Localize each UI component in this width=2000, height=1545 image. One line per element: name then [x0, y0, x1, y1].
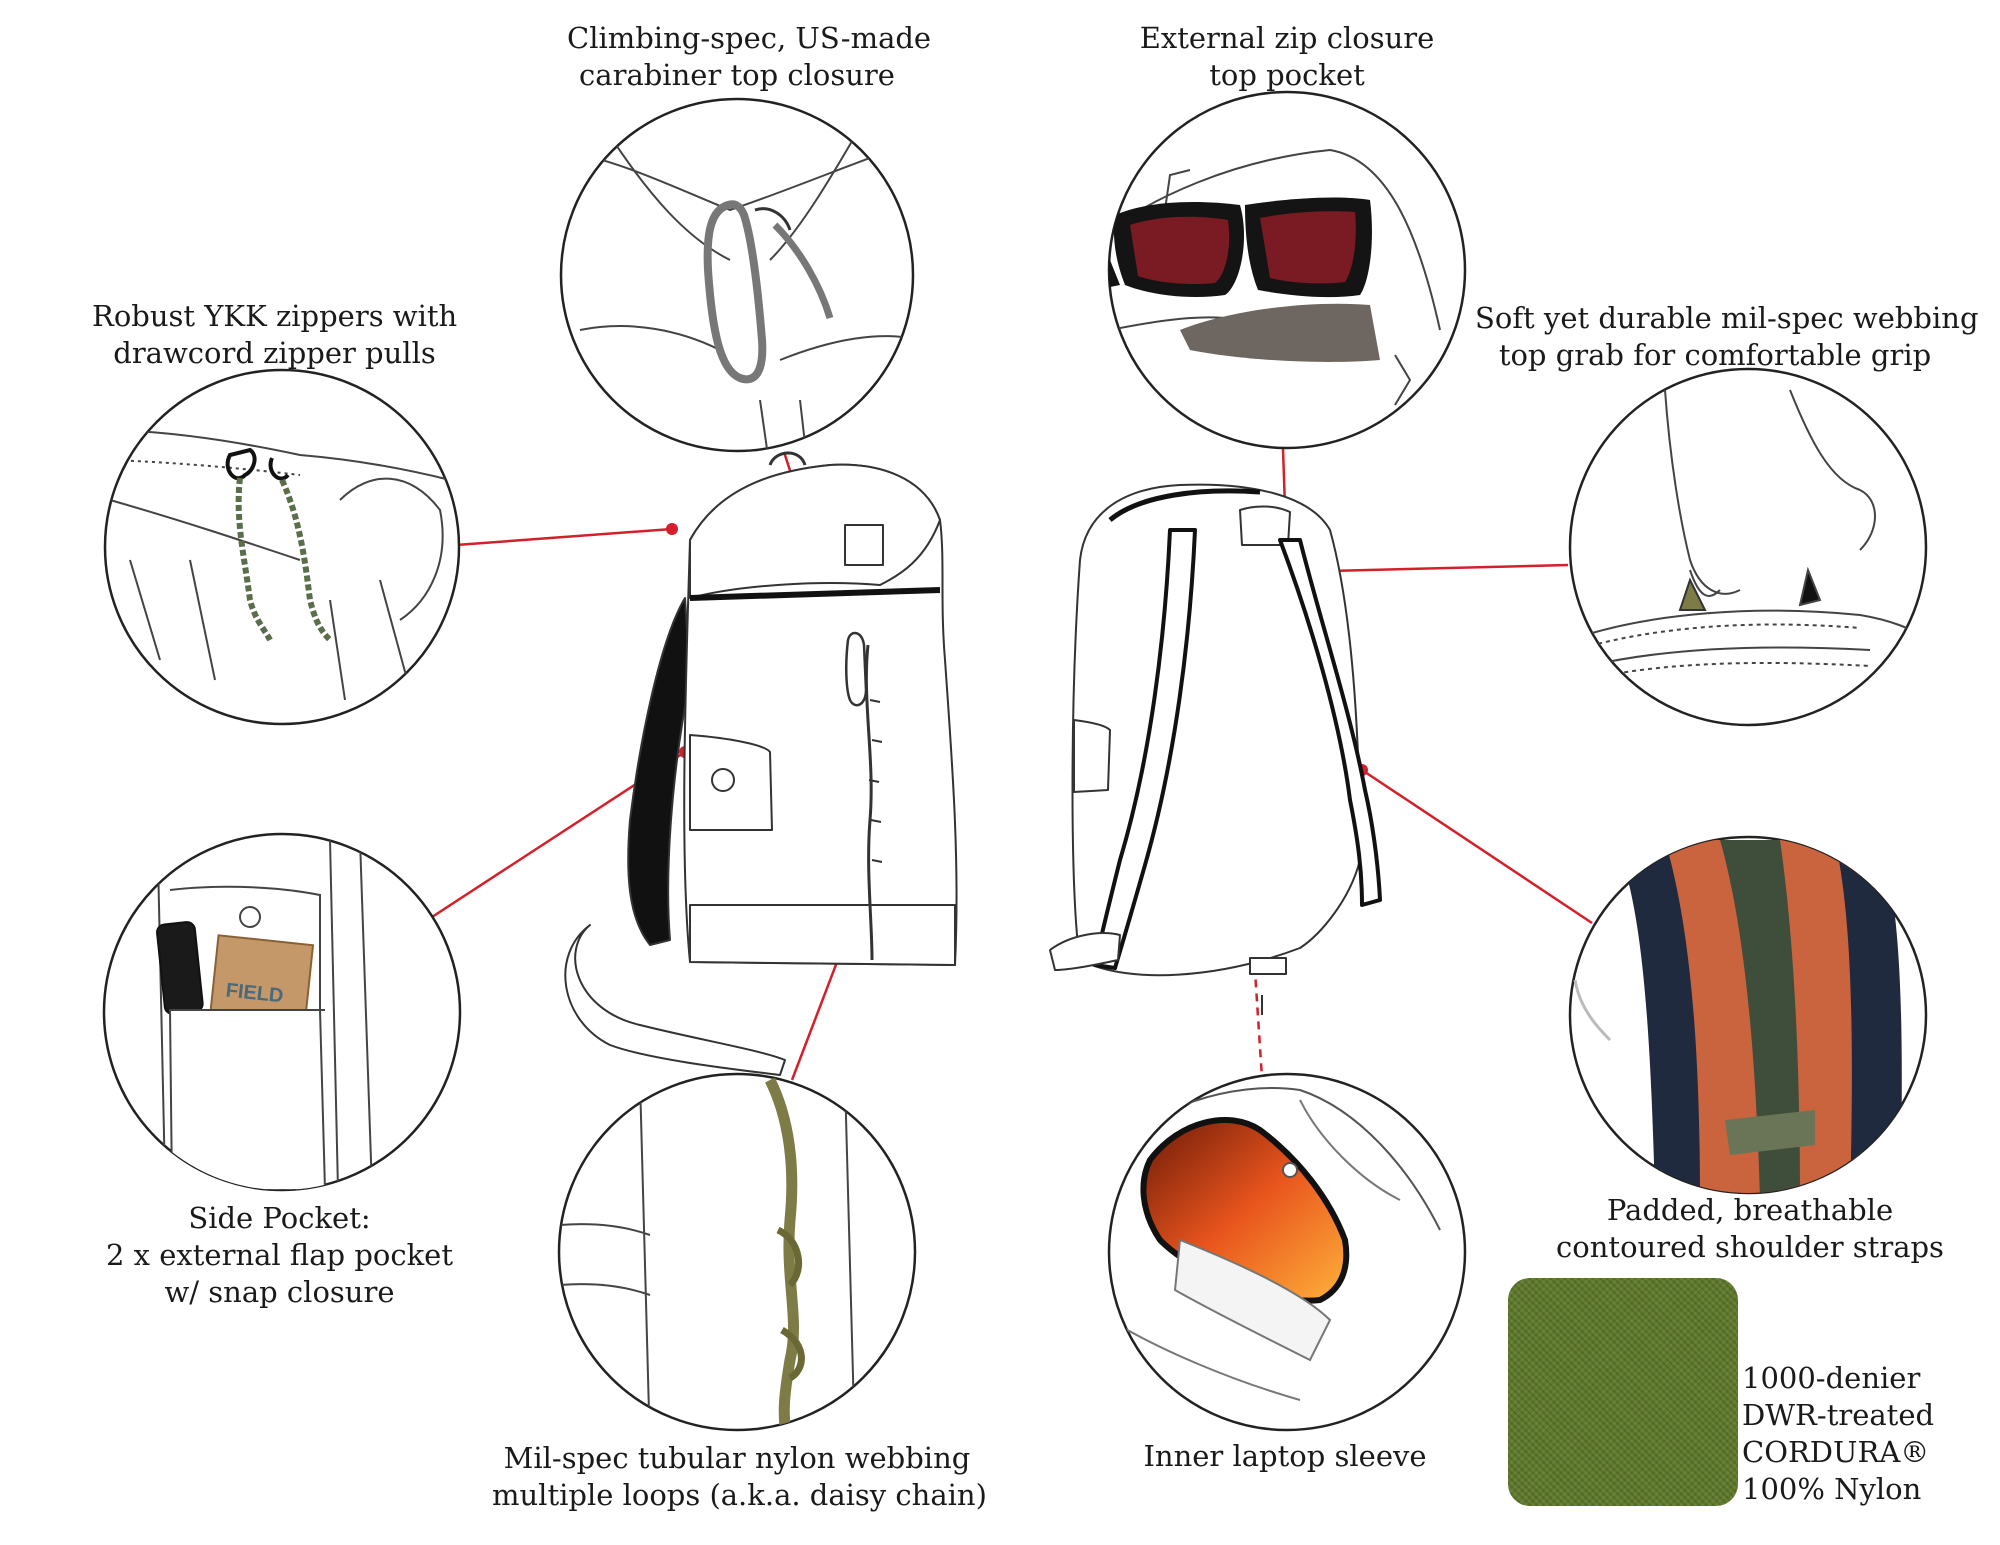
- top-grab-icon: [1568, 367, 1928, 727]
- side-pocket-icon: FIELD: [102, 832, 462, 1192]
- callout-side-pocket: Side Pocket: 2 x external flap pocket w/…: [92, 1200, 467, 1311]
- callout-laptop-sleeve-line-1: Inner laptop sleeve: [1143, 1439, 1427, 1473]
- callout-daisy-chain-line-1: Mil-spec tubular nylon webbing: [503, 1441, 971, 1475]
- callout-shoulder-straps-line-1: Padded, breathable: [1606, 1193, 1894, 1227]
- leader-lines: [431, 448, 1593, 1081]
- callout-top-pocket: External zip closure top pocket: [1127, 20, 1447, 94]
- callout-daisy-chain-line-2: multiple loops (a.k.a. daisy chain): [492, 1478, 987, 1512]
- callout-top-pocket-line-2: top pocket: [1209, 58, 1365, 92]
- callout-side-pocket-line-1: Side Pocket:: [188, 1201, 371, 1235]
- callout-zippers-line-2: drawcord zipper pulls: [113, 336, 436, 370]
- carabiner-icon: [559, 97, 915, 453]
- callout-laptop-sleeve: Inner laptop sleeve: [1130, 1438, 1440, 1475]
- callout-shoulder-straps: Padded, breathable contoured shoulder st…: [1555, 1192, 1945, 1266]
- fabric-swatch-icon: [1508, 1278, 1738, 1506]
- callout-top-grab-line-1: Soft yet durable mil-spec webbing: [1475, 301, 1979, 335]
- callout-carabiner-line-2: carabiner top closure: [579, 58, 895, 92]
- callout-fabric-line-2: DWR-treated: [1742, 1398, 1935, 1432]
- callout-fabric: 1000-denier DWR-treated CORDURA® 100% Ny…: [1742, 1360, 1982, 1508]
- callout-top-grab-line-2: top grab for comfortable grip: [1498, 338, 1932, 372]
- backpack-front-icon: [564, 451, 958, 1076]
- callout-side-pocket-line-3: w/ snap closure: [164, 1275, 395, 1309]
- callout-fabric-line-4: 100% Nylon: [1742, 1472, 1922, 1506]
- sunglasses-icon: [1107, 90, 1467, 450]
- callout-shoulder-straps-line-2: contoured shoulder straps: [1556, 1230, 1944, 1264]
- zipper-pull-icon: [103, 368, 461, 726]
- callout-fabric-line-1: 1000-denier: [1742, 1361, 1921, 1395]
- callout-zippers: Robust YKK zippers with drawcord zipper …: [92, 298, 457, 372]
- shoulder-strap-icon: [1568, 835, 1928, 1195]
- callout-carabiner-line-1: Climbing-spec, US-made: [567, 21, 932, 55]
- callout-side-pocket-line-2: 2 x external flap pocket: [106, 1238, 453, 1272]
- callout-carabiner: Climbing-spec, US-made carabiner top clo…: [567, 20, 932, 94]
- callout-top-pocket-line-1: External zip closure: [1139, 21, 1435, 55]
- callout-zippers-line-1: Robust YKK zippers with: [92, 299, 458, 333]
- daisy-chain-icon: [557, 1072, 917, 1432]
- backpack-back-icon: [1049, 483, 1382, 1015]
- callout-fabric-line-3: CORDURA®: [1742, 1435, 1930, 1469]
- laptop-sleeve-icon: [1107, 1072, 1467, 1432]
- callout-daisy-chain: Mil-spec tubular nylon webbing multiple …: [492, 1440, 987, 1514]
- callout-top-grab: Soft yet durable mil-spec webbing top gr…: [1475, 300, 1979, 374]
